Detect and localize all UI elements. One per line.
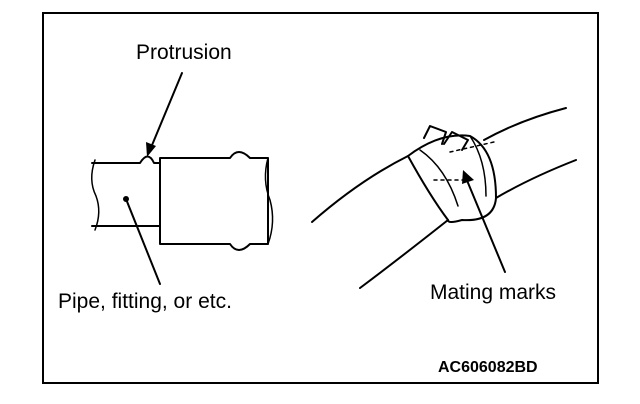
figure-code: AC606082BD bbox=[438, 359, 538, 376]
pipe-lower-edge bbox=[495, 159, 577, 199]
protrusion-leader bbox=[146, 72, 183, 157]
clamp-tab-2 bbox=[443, 131, 469, 151]
pipe-label: Pipe, fitting, or etc. bbox=[58, 290, 232, 313]
pipe-and-hose-figure bbox=[91, 151, 274, 251]
hose-right-end bbox=[264, 157, 274, 245]
pipe-top-edge bbox=[91, 155, 161, 164]
clamp-band bbox=[407, 134, 497, 223]
clamp-tab bbox=[423, 125, 447, 145]
clamp-band-inner bbox=[419, 149, 459, 207]
hose-bottom-edge bbox=[359, 219, 449, 289]
pipe-leader-line bbox=[125, 198, 161, 285]
hose-top-edge bbox=[311, 155, 409, 223]
protrusion-leader-line bbox=[149, 72, 183, 151]
mating-marks-leader-line bbox=[465, 177, 506, 273]
protrusion-label: Protrusion bbox=[136, 41, 232, 64]
pipe-left-end bbox=[91, 159, 100, 231]
mating-mark-pipe bbox=[449, 141, 495, 153]
hose-outline bbox=[159, 151, 269, 251]
protrusion-arrowhead bbox=[146, 142, 156, 157]
clamp-band-rear bbox=[469, 135, 487, 197]
diagram-frame bbox=[42, 12, 599, 384]
pipe-upper-edge bbox=[483, 107, 567, 141]
mating-marks-leader bbox=[462, 170, 506, 273]
mating-marks-label: Mating marks bbox=[430, 281, 557, 304]
mating-marks-arrowhead bbox=[462, 170, 474, 184]
clamped-hose-figure bbox=[311, 107, 577, 289]
